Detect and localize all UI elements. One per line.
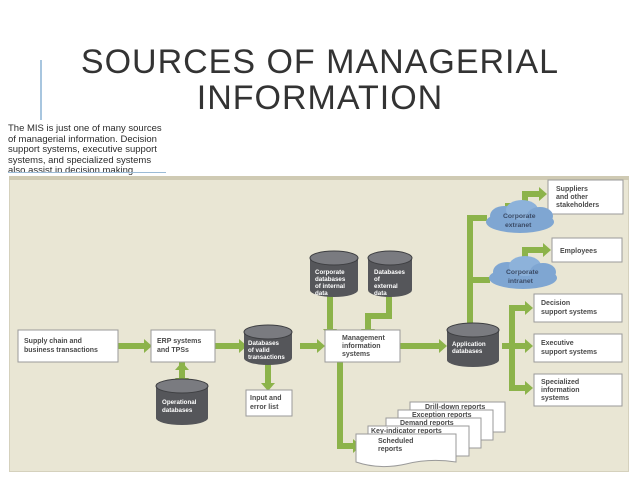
diagram-panel: [9, 176, 629, 472]
corporate-db-label: databases: [315, 276, 346, 283]
drill-down-report-label: Drill-down reports: [425, 404, 485, 411]
external-db-label: data: [374, 290, 387, 297]
supply-chain-label: business transactions: [24, 347, 98, 354]
employees-label: Employees: [560, 248, 597, 255]
extranet-label: Corporate: [503, 213, 536, 220]
figure-caption: The MIS is just one of many sources of m…: [8, 123, 178, 177]
scheduled-report: Scheduled reports: [355, 433, 457, 468]
ess-label: Executive: [541, 340, 574, 347]
title-accent-line: [40, 60, 42, 120]
supply-chain-label: Supply chain and: [24, 338, 82, 345]
external-db-label: Databases: [374, 269, 406, 276]
mis-box: Management information systems: [324, 329, 401, 363]
extranet-label: extranet: [505, 222, 532, 229]
flow-arrows: [118, 191, 544, 449]
erp-box: ERP systems and TPSs: [150, 329, 216, 363]
scheduled-report-label: reports: [378, 446, 402, 453]
external-db-label: external: [374, 283, 398, 290]
intranet-label: Corporate: [506, 269, 539, 276]
input-error-box: Input and error list: [245, 389, 293, 417]
corporate-db-label: data: [315, 290, 328, 297]
supply-chain-box: Supply chain and business transactions: [17, 329, 119, 363]
corporate-db-label: Corporate: [315, 269, 345, 276]
caption-line: systems, and specialized systems: [8, 154, 152, 166]
dss-label: support systems: [541, 309, 597, 316]
input-error-label: error list: [250, 404, 279, 411]
title-line-2: INFORMATION: [196, 79, 444, 117]
suppliers-label: and other: [556, 194, 588, 201]
valid-db-label: transactions: [248, 354, 285, 361]
extranet-cloud: Corporate extranet: [486, 200, 554, 233]
ess-box: Executive support systems: [533, 333, 623, 363]
dss-label: Decision: [541, 300, 570, 307]
external-db-label: of: [374, 276, 381, 283]
caption-underline: [8, 172, 166, 173]
application-db-label: databases: [452, 348, 483, 355]
application-db-cylinder: Application databases: [446, 322, 500, 367]
employees-box: Employees: [551, 237, 623, 263]
valid-transactions-db-cylinder: Databases of valid transactions: [243, 324, 293, 365]
mis-label: systems: [342, 351, 370, 358]
caption-line: of managerial information. Decision: [8, 133, 157, 145]
mis-label: information: [342, 343, 381, 350]
specialized-label: information: [541, 387, 580, 394]
specialized-label: Specialized: [541, 379, 579, 386]
application-db-label: Application: [452, 341, 486, 348]
reports-stack: Drill-down reports Exception reports Dem…: [355, 401, 506, 468]
intranet-label: intranet: [508, 278, 534, 285]
scheduled-report-label: Scheduled: [378, 438, 413, 445]
key-indicator-report-label: Key-indicator reports: [371, 428, 442, 435]
operational-db-cylinder: Operational databases: [155, 378, 209, 425]
operational-db-label: databases: [162, 407, 193, 414]
caption-line: support systems, executive support: [8, 144, 157, 156]
demand-report-label: Demand reports: [400, 420, 454, 427]
mis-label: Management: [342, 335, 385, 342]
title-line-1: SOURCES OF MANAGERIAL: [80, 43, 560, 81]
dss-box: Decision support systems: [533, 293, 623, 323]
suppliers-label: Suppliers: [556, 186, 588, 193]
specialized-box: Specialized information systems: [533, 373, 623, 407]
arrow-app-db-to-specialized: [502, 343, 526, 391]
input-error-label: Input and: [250, 395, 282, 402]
valid-db-label: Databases: [248, 340, 280, 347]
corporate-internal-db-cylinder: Corporate databases of internal data: [309, 250, 359, 297]
page-title: SOURCES OF MANAGERIAL INFORMATION: [60, 44, 580, 116]
arrow-app-db-to-extranet: [467, 215, 487, 328]
erp-label: ERP systems: [157, 338, 201, 345]
ess-label: support systems: [541, 349, 597, 356]
panel-top-bar: [9, 176, 629, 180]
arrow-external-db-to-mis: [365, 292, 392, 330]
arrow-app-db-to-dss: [502, 305, 526, 349]
exception-report-label: Exception reports: [412, 412, 472, 419]
suppliers-box: Suppliers and other stakeholders: [547, 179, 624, 215]
operational-db-label: Operational: [162, 399, 197, 406]
erp-label: and TPSs: [157, 347, 189, 354]
intranet-cloud: Corporate intranet: [489, 256, 557, 289]
caption-line: The MIS is just one of many sources: [8, 123, 162, 134]
corporate-db-label: of internal: [315, 283, 345, 290]
suppliers-label: stakeholders: [556, 202, 599, 209]
external-db-cylinder: Databases of external data: [367, 250, 413, 297]
specialized-label: systems: [541, 395, 569, 402]
arrow-mis-to-reports: [337, 362, 354, 449]
caption-line: also assist in decision making.: [8, 165, 136, 177]
valid-db-label: of valid: [248, 347, 270, 354]
